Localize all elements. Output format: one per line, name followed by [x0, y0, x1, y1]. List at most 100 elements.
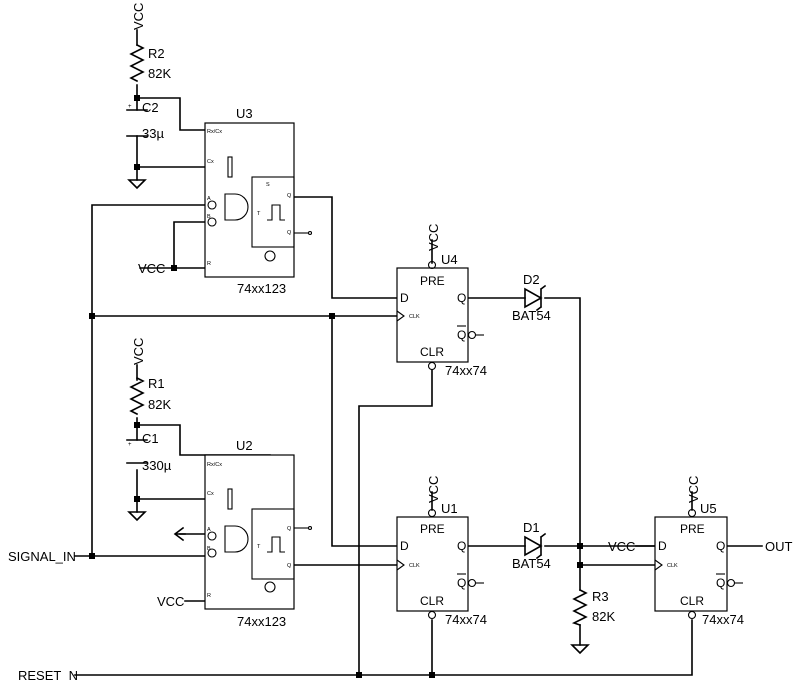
u3-qbar-bubble	[307, 230, 313, 236]
u2-pulse-block	[251, 508, 295, 580]
u1-pin-pre: PRE	[420, 522, 445, 536]
ground-symbol	[127, 179, 147, 190]
u2-cx-element	[227, 488, 233, 510]
u1-vcc: VCC	[426, 476, 441, 503]
u1-pre-bubble	[427, 508, 437, 518]
u4-pin-clk: CLK	[409, 314, 420, 320]
u1-pin-qbar: Q	[457, 576, 466, 590]
u3-inv-a	[207, 200, 217, 210]
u5-pin-d: D	[658, 539, 667, 553]
u1-qbar-bubble	[467, 578, 477, 588]
r3-resistor	[571, 588, 588, 627]
u1-clr-bubble	[427, 610, 437, 620]
r2-resistor	[129, 43, 145, 83]
wire-u4-clk	[331, 315, 398, 547]
junction-dot	[134, 422, 140, 428]
c1-capacitor	[126, 439, 148, 464]
u5-body	[654, 516, 728, 612]
u3-pin-cx: Cx	[207, 159, 214, 165]
wire-u3-timing	[136, 29, 271, 181]
vcc-label: VCC	[131, 338, 146, 365]
c1-ref: C1	[142, 431, 159, 446]
u2-inv-a	[207, 531, 217, 541]
wire-signal-in	[74, 204, 398, 557]
u3-part: 74xx123	[237, 281, 286, 296]
ground-symbol	[127, 511, 147, 522]
c1-group: + C1 330µ	[126, 431, 172, 522]
u2-a-ground	[173, 526, 186, 542]
u1-clk-triangle	[396, 559, 405, 571]
u3-pin-qbar: Q	[287, 230, 292, 236]
u3-vcc-label: VCC	[138, 261, 165, 276]
u2-vcc-label: VCC	[157, 594, 184, 609]
r2-group: VCC R2 82K	[129, 3, 171, 83]
c2-value: 33µ	[142, 126, 164, 141]
u4-vcc: VCC	[426, 224, 441, 251]
u3-ref: U3	[236, 106, 253, 121]
u2-pin-b: B	[207, 546, 211, 552]
u5-d-vcc-label: VCC	[608, 539, 635, 554]
signal-in-label: SIGNAL_IN	[8, 549, 76, 564]
c2-ref: C2	[142, 100, 159, 115]
junction-dot	[356, 672, 362, 678]
u2-pin-t: T	[257, 544, 261, 550]
u1-flip-flop: U1 VCC PRE D Q Q CLK CLR 74xx74	[396, 476, 487, 627]
u2-pin-cx: Cx	[207, 491, 214, 497]
u1-ref: U1	[441, 501, 458, 516]
u2-part: 74xx123	[237, 614, 286, 629]
u5-flip-flop: U5 VCC PRE D Q Q CLK CLR 74xx74 VCC	[608, 476, 744, 627]
u4-part: 74xx74	[445, 363, 487, 378]
junction-dot	[89, 313, 95, 319]
u4-clk-triangle	[396, 310, 405, 322]
u2-ref: U2	[236, 438, 253, 453]
out-label: OUT	[765, 539, 793, 554]
r3-ref: R3	[592, 589, 609, 604]
u4-pin-d: D	[400, 291, 409, 305]
u5-clk-triangle	[654, 559, 663, 571]
wire-vcc-stubs	[431, 239, 693, 511]
d1-ref: D1	[523, 520, 540, 535]
r2-value: 82K	[148, 66, 171, 81]
u5-part: 74xx74	[702, 612, 744, 627]
u3-pulse-block	[251, 176, 295, 248]
u3-pulse-icon	[267, 204, 285, 221]
u4-pre-bubble	[427, 260, 437, 270]
u2-pin-a: A	[207, 527, 211, 533]
c1-value: 330µ	[142, 458, 172, 473]
vcc-label: VCC	[131, 3, 146, 30]
d1-symbol	[524, 532, 547, 560]
u4-pin-clr: CLR	[420, 345, 444, 359]
u2-inv-b	[207, 548, 217, 558]
u2-pulse-icon	[267, 536, 285, 553]
u3-pin-b: B	[207, 214, 211, 220]
u5-clr-bubble	[687, 610, 697, 620]
u2-body	[204, 454, 295, 610]
wire-u4-q-d2	[467, 297, 581, 547]
u2-pin-r: R	[207, 593, 211, 599]
r3-group: R3 82K	[570, 588, 615, 655]
u1-pin-q: Q	[457, 539, 466, 553]
d1-value: BAT54	[512, 556, 551, 571]
u5-pin-clk: CLK	[667, 563, 678, 569]
r1-group: VCC R1 82K	[129, 338, 171, 416]
u2-pin-qbar: Q	[287, 563, 292, 569]
junction-dot	[577, 562, 583, 568]
u4-body	[396, 267, 469, 363]
u3-and-gate	[224, 193, 249, 221]
u2-reset-bubble	[264, 581, 276, 593]
d2-ref: D2	[523, 272, 540, 287]
junction-dots	[89, 95, 583, 678]
r1-ref: R1	[148, 376, 165, 391]
u5-pre-bubble	[687, 508, 697, 518]
d2-diode: D2 BAT54	[512, 272, 551, 323]
u1-part: 74xx74	[445, 612, 487, 627]
u3-cx-element	[227, 156, 233, 178]
u3-one-shot: U3 74xx123 Rx/Cx Cx A B R S T Q Q VCC	[138, 106, 313, 296]
u3-pin-r: R	[207, 261, 211, 267]
u5-pin-q: Q	[716, 539, 725, 553]
u5-vcc: VCC	[686, 476, 701, 503]
junction-dot	[577, 543, 583, 549]
u1-pin-clk: CLK	[409, 563, 420, 569]
c2-capacitor	[126, 109, 148, 137]
